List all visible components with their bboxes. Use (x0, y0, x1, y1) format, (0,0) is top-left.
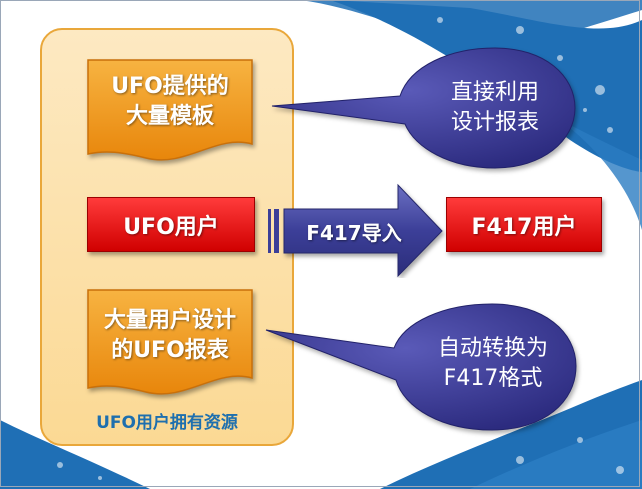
auto-convert-text: 自动转换为 F417格式 (398, 334, 588, 394)
convert-line1: 自动转换为 (437, 336, 548, 361)
ufo-templates-doc: UFO提供的 大量模板 (86, 58, 254, 164)
direct-line2: 设计报表 (450, 110, 539, 135)
templates-line2: 大量模板 (125, 104, 214, 129)
reports-line2: 的UFO报表 (111, 338, 229, 363)
ufo-users-label: UFO用户 (123, 214, 219, 240)
ufo-reports-doc: 大量用户设计 的UFO报表 (86, 288, 254, 398)
panel-caption: UFO用户拥有资源 (96, 413, 238, 433)
direct-use-callout (271, 47, 576, 169)
f417-users-box: F417用户 (446, 197, 602, 252)
convert-line2: F417格式 (443, 366, 543, 391)
import-arrow (268, 183, 443, 278)
auto-convert-callout (265, 303, 577, 431)
f417-users-label: F417用户 (471, 214, 577, 240)
templates-line1: UFO提供的 (111, 74, 229, 99)
ufo-users-box: UFO用户 (87, 197, 255, 252)
reports-line1: 大量用户设计 (103, 308, 236, 333)
direct-line1: 直接利用 (450, 80, 539, 105)
import-arrow-label: F417导入 (306, 221, 402, 245)
direct-use-text: 直接利用 设计报表 (400, 78, 590, 138)
